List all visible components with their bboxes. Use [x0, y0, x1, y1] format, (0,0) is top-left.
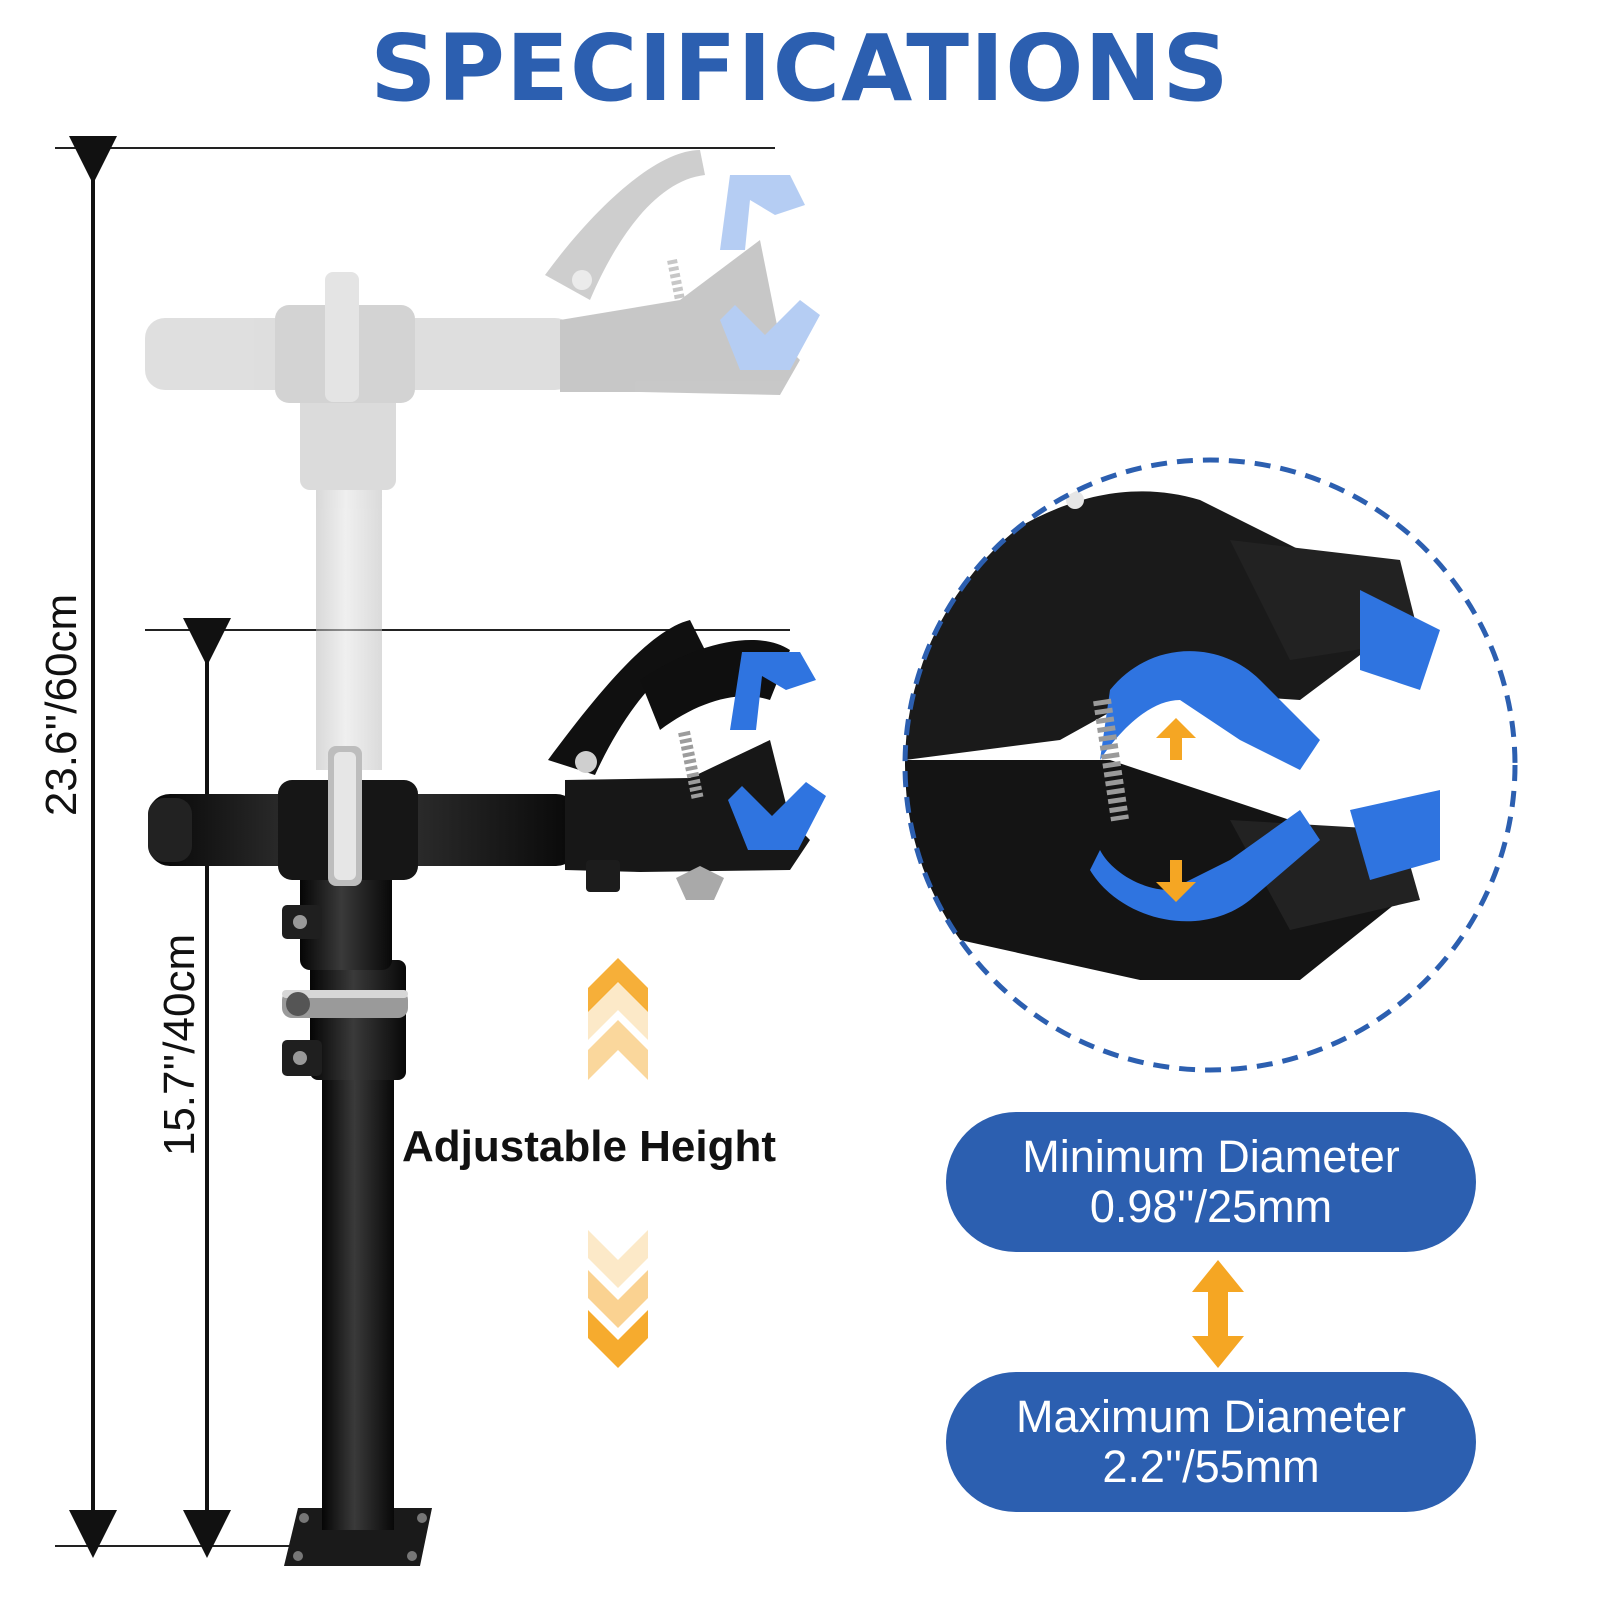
page-title: SPECIFICATIONS [370, 15, 1230, 122]
maximum-diameter-title: Maximum Diameter [1015, 1391, 1407, 1442]
adjustable-height-label: Adjustable Height [402, 1122, 777, 1171]
stand-pole [282, 860, 408, 1530]
dimension-lines [55, 136, 790, 1558]
minimum-diameter-value: 0.98''/25mm [1089, 1181, 1333, 1232]
raised-stand-ghost [145, 150, 820, 770]
height-up-chevrons [588, 958, 648, 1080]
clamp-detail-zoom [902, 457, 1518, 1073]
base-plate [284, 1508, 432, 1566]
clamp-arm [148, 620, 826, 900]
maximum-diameter-value: 2.2''/55mm [1102, 1441, 1320, 1492]
diameter-range-arrow [1192, 1260, 1244, 1368]
maximum-diameter-badge: Maximum Diameter 2.2''/55mm [946, 1372, 1476, 1512]
minimum-diameter-badge: Minimum Diameter 0.98''/25mm [946, 1112, 1476, 1252]
minimum-diameter-title: Minimum Diameter [1022, 1131, 1400, 1182]
height-down-chevrons [588, 1230, 648, 1368]
total-height-label: 23.6''/60cm [37, 593, 86, 817]
lower-height-label: 15.7''/40cm [155, 933, 204, 1157]
